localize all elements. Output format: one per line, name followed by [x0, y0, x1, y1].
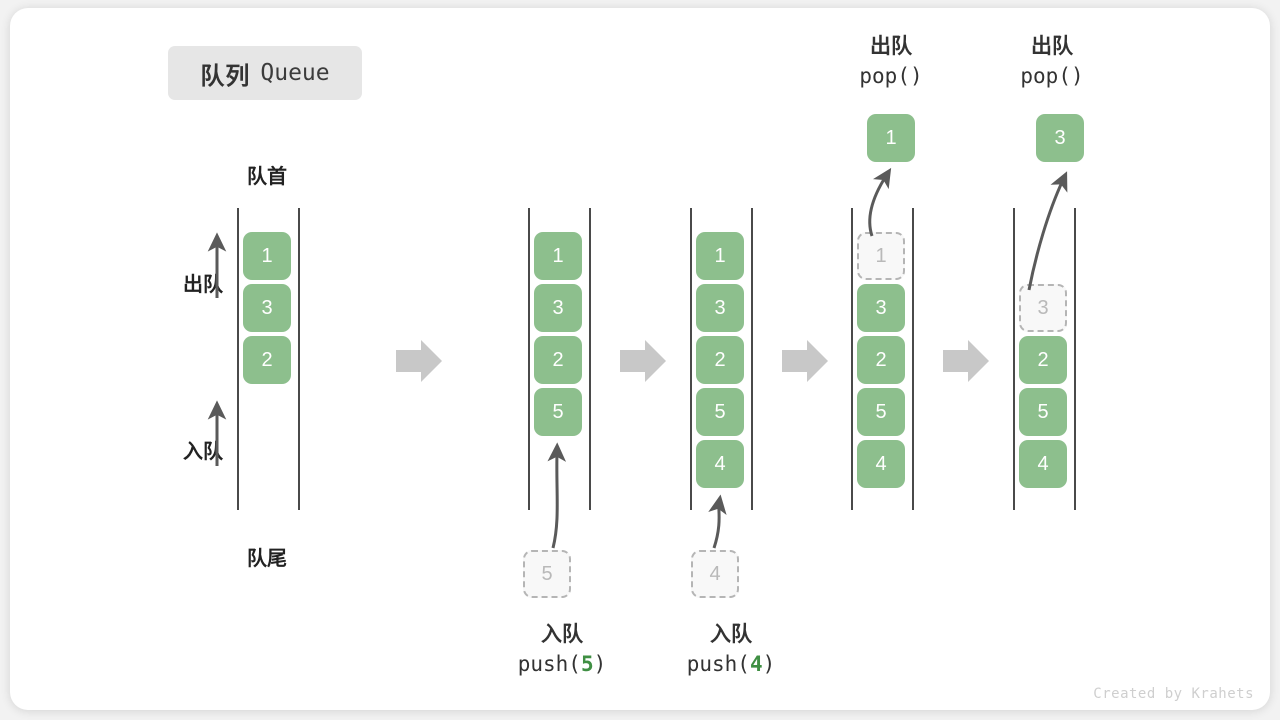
queue-item: 5 — [857, 388, 905, 436]
incoming-ghost-item: 5 — [523, 550, 571, 598]
rail-right-col4 — [912, 208, 914, 510]
operation-name: 出队 — [1031, 35, 1073, 58]
queue-item: 1 — [534, 232, 582, 280]
operation-caption-push5: 入队 push(5) — [472, 620, 652, 680]
queue-item-new: 5 — [534, 388, 582, 436]
queue-item: 3 — [857, 284, 905, 332]
queue-item: 1 — [696, 232, 744, 280]
queue-tail-label: 队尾 — [247, 548, 287, 570]
queue-item: 3 — [243, 284, 291, 332]
code-arg: 4 — [749, 651, 763, 676]
queue-item: 4 — [1019, 440, 1067, 488]
code-tail: ) — [762, 651, 776, 676]
rail-right-col2 — [589, 208, 591, 510]
removed-ghost-item: 3 — [1019, 284, 1067, 332]
code-head: push( — [686, 651, 750, 676]
rail-left-col3 — [690, 208, 692, 510]
credit-text: Created by Krahets — [1093, 686, 1254, 702]
operation-code: pop() — [1020, 63, 1084, 88]
queue-item: 2 — [1019, 336, 1067, 384]
operation-name: 出队 — [870, 35, 912, 58]
operation-code: push(4) — [641, 650, 821, 680]
popped-item: 1 — [867, 114, 915, 162]
dequeue-direction-label: 出队 — [183, 274, 223, 296]
code-head: push( — [517, 651, 581, 676]
queue-item: 5 — [1019, 388, 1067, 436]
operation-caption-push4: 入队 push(4) — [641, 620, 821, 680]
rail-right-col1 — [298, 208, 300, 510]
queue-item: 2 — [696, 336, 744, 384]
operation-name: 入队 — [710, 623, 752, 646]
queue-item-new: 4 — [696, 440, 744, 488]
operation-code: push(5) — [472, 650, 652, 680]
removed-ghost-item: 1 — [857, 232, 905, 280]
code-tail: ) — [593, 651, 607, 676]
operation-caption-pop1: 出队 pop() — [801, 32, 981, 92]
queue-item: 2 — [857, 336, 905, 384]
queue-item: 2 — [243, 336, 291, 384]
code-arg: 5 — [580, 651, 594, 676]
queue-item: 3 — [696, 284, 744, 332]
title-badge: 队列 Queue — [168, 46, 362, 100]
operation-code: pop() — [859, 63, 923, 88]
queue-item: 3 — [534, 284, 582, 332]
queue-item: 1 — [243, 232, 291, 280]
popped-item: 3 — [1036, 114, 1084, 162]
rail-left-col4 — [851, 208, 853, 510]
rail-right-col5 — [1074, 208, 1076, 510]
rail-left-col1 — [237, 208, 239, 510]
title-chinese: 队列 — [200, 62, 251, 90]
diagram-card — [10, 8, 1270, 710]
queue-item: 5 — [696, 388, 744, 436]
title-english: Queue — [260, 60, 330, 86]
incoming-ghost-item: 4 — [691, 550, 739, 598]
queue-item: 4 — [857, 440, 905, 488]
queue-item: 2 — [534, 336, 582, 384]
operation-name: 入队 — [541, 623, 583, 646]
rail-right-col3 — [751, 208, 753, 510]
rail-left-col5 — [1013, 208, 1015, 510]
enqueue-direction-label: 入队 — [183, 441, 223, 463]
operation-caption-pop3: 出队 pop() — [962, 32, 1142, 92]
queue-head-label: 队首 — [247, 166, 287, 188]
rail-left-col2 — [528, 208, 530, 510]
